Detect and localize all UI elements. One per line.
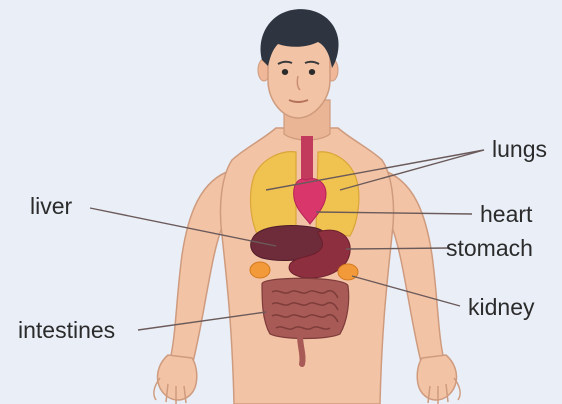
label-heart: heart [480, 201, 533, 227]
label-intestines: intestines [18, 317, 115, 343]
label-kidney: kidney [468, 294, 535, 320]
left-eye [282, 69, 288, 75]
left-kidney [250, 262, 270, 278]
right-kidney [338, 264, 358, 280]
right-eye [309, 69, 315, 75]
stomach-leader [346, 248, 450, 249]
label-liver: liver [30, 193, 73, 219]
trachea [301, 136, 313, 180]
label-lungs: lungs [492, 136, 547, 162]
label-stomach: stomach [446, 235, 533, 261]
